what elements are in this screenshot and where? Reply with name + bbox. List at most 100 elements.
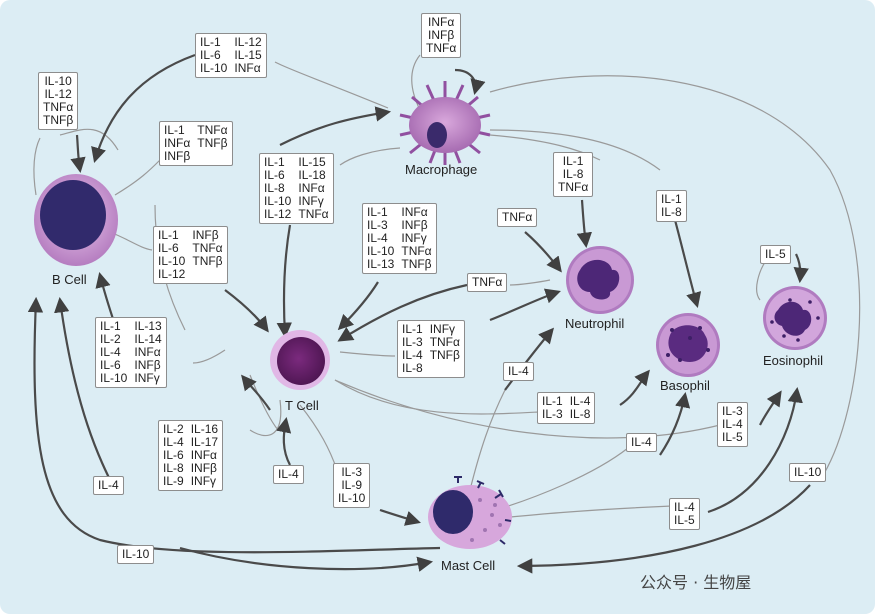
cytokine-text: IL-10 <box>367 244 395 258</box>
cytokine-text: TNFβ <box>192 254 223 268</box>
macrophage-label: Macrophage <box>405 162 478 177</box>
label-eos-to-mast: IL-10 <box>789 463 827 482</box>
cytokine-text: IL-1 <box>402 322 423 336</box>
cytokine-text: IL-5 <box>722 430 743 444</box>
cytokine-text: IL-4 <box>569 394 591 408</box>
cytokine-text: IL-9 <box>163 474 184 488</box>
cytokine-text: TNFα <box>197 123 228 137</box>
cytokine-text: IL-1 <box>264 155 285 169</box>
cytokine-text: IL-6 <box>200 48 221 62</box>
cytokine-text: IL-4 <box>631 435 652 449</box>
cytokine-text: TNFα <box>426 41 457 55</box>
label-b-to-mast: IL-10 <box>117 545 155 564</box>
cytokine-text: INFβ <box>134 358 161 372</box>
cytokine-text: INFγ <box>190 474 217 488</box>
cytokine-text: IL-16 <box>190 422 219 436</box>
b-cell-shape <box>34 174 118 266</box>
cytokine-text: IL-8 <box>569 407 591 421</box>
cytokine-text: IL-10 <box>794 465 822 479</box>
cytokine-text: TNFβ <box>197 136 228 150</box>
cytokine-text: IL-13 <box>134 319 162 333</box>
label-mac-to-neut-tnf: TNFα <box>497 208 538 227</box>
cytokine-text: INFα <box>134 345 161 359</box>
label-column: IL-4 <box>631 436 652 449</box>
cytokine-text: IL-1 <box>164 123 185 137</box>
cytokine-text: INFγ <box>401 231 427 245</box>
label-mast-to-t-il4: IL-4 <box>273 465 304 484</box>
cytokine-text: INFβ <box>428 28 455 42</box>
cytokine-text: TNFα <box>558 180 589 194</box>
cytokine-text: IL-18 <box>298 168 326 182</box>
cytokine-text: IL-4 <box>367 231 388 245</box>
label-eos-self: IL-5 <box>760 245 791 264</box>
cytokine-text: IL-4 <box>163 435 184 449</box>
cytokine-text: INFα <box>298 181 325 195</box>
neutrophil-label: Neutrophil <box>565 316 625 331</box>
cytokine-text: IL-3 <box>341 465 363 479</box>
label-mast-to-b: IL-4 <box>93 476 124 495</box>
cytokine-text: INFβ <box>401 218 428 232</box>
cytokine-text: IL-10 <box>200 61 228 75</box>
cytokine-text: INFα <box>427 15 455 29</box>
cytokine-text: IL-4 <box>508 364 529 378</box>
cytokine-text: IL-6 <box>163 448 184 462</box>
cytokine-text: INFα <box>401 205 428 219</box>
cytokine-text: IL-2 <box>163 422 184 436</box>
cytokine-text: IL-6 <box>158 241 179 255</box>
cytokine-text: INFγ <box>429 322 456 336</box>
watermark-text: 公众号 · 生物屋 <box>640 573 752 592</box>
cytokine-text: IL-13 <box>367 257 395 271</box>
basophil-shape <box>656 313 720 377</box>
cytokine-text: IL-10 <box>338 491 366 505</box>
cytokine-text: IL-15 <box>234 48 262 62</box>
cytokine-text: IL-3 <box>722 404 743 418</box>
cytokine-text: IL-4 <box>278 467 299 481</box>
cytokine-text: IL-8 <box>163 461 184 475</box>
cytokine-text: IL-9 <box>341 478 363 492</box>
cytokine-text: IL-10 <box>158 254 186 268</box>
label-neut-to-t: TNFα <box>467 273 508 292</box>
cytokine-text: TNFα <box>502 210 533 224</box>
cytokine-text: IL-1 <box>158 228 179 242</box>
cytokine-text: INFβ <box>164 149 191 163</box>
cytokine-text: INFγ <box>134 371 160 385</box>
cytokine-text: IL-1 <box>367 205 388 219</box>
cytokine-text: IL-4 <box>402 348 423 362</box>
label-column: TNFα <box>502 211 532 224</box>
cytokine-text: INFβ <box>190 461 217 475</box>
cytokine-text: IL-12 <box>158 267 186 281</box>
cytokine-text: IL-10 <box>122 547 150 561</box>
cytokine-text: INFα <box>164 136 191 150</box>
label-column: TNFα <box>472 276 502 289</box>
mast-cell-label: Mast Cell <box>441 558 496 573</box>
label-mast-to-baso: IL-4 <box>626 433 657 452</box>
macrophage-cell <box>399 81 491 165</box>
label-column: IL-4 <box>278 468 299 481</box>
cytokine-text: IL-10 <box>100 371 128 385</box>
cytokine-text: IL-12 <box>44 87 72 101</box>
cytokine-text: IL-5 <box>674 513 695 527</box>
cytokine-text: IL-2 <box>100 332 121 346</box>
eosinophil-label: Eosinophil <box>763 353 823 368</box>
